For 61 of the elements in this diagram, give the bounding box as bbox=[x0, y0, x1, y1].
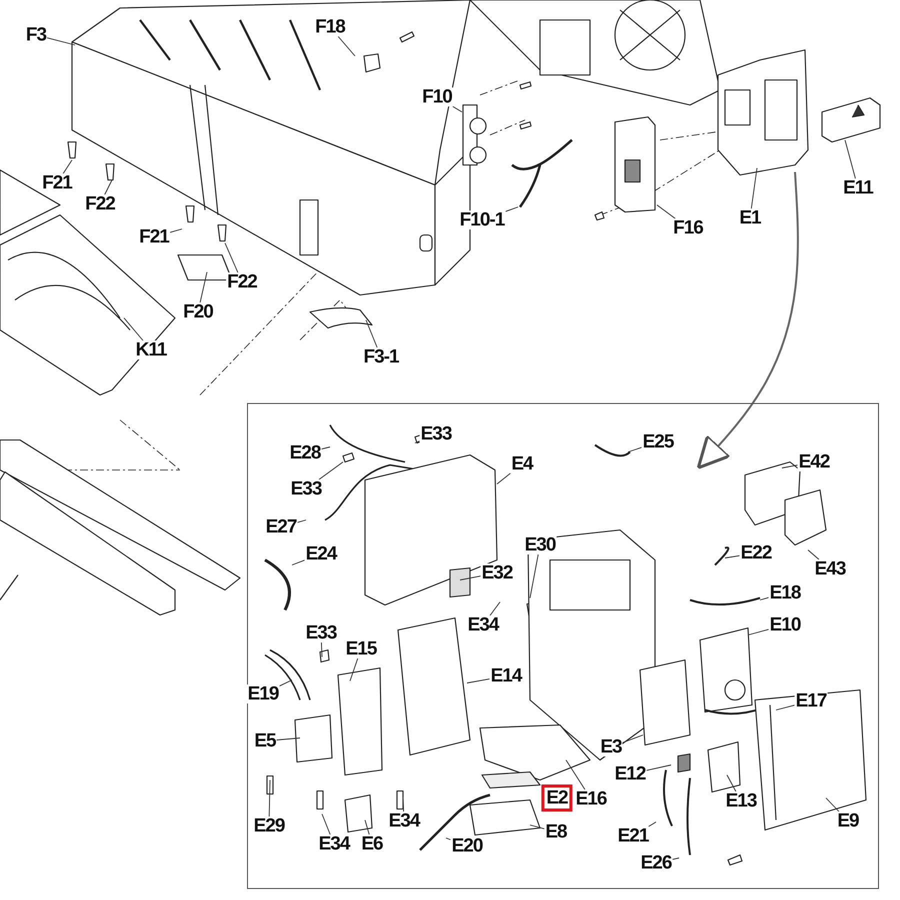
leader-line bbox=[320, 642, 322, 658]
leader-line bbox=[320, 446, 330, 450]
leader-line bbox=[504, 206, 518, 212]
callout-number: E30 bbox=[524, 536, 556, 554]
leader-line bbox=[724, 555, 740, 558]
callout-number: E15 bbox=[344, 640, 378, 658]
leader-line bbox=[726, 774, 736, 792]
leader-line bbox=[278, 680, 292, 687]
callout-number: E2 bbox=[541, 784, 573, 812]
leader-line bbox=[104, 180, 112, 195]
leader-line bbox=[760, 597, 770, 600]
leader-line bbox=[466, 678, 490, 684]
leader-line bbox=[490, 602, 500, 616]
inset-frame bbox=[247, 403, 879, 889]
callout-number: E24 bbox=[304, 544, 338, 564]
leader-line bbox=[402, 796, 404, 812]
callout-number: K11 bbox=[134, 340, 168, 360]
leader-line bbox=[124, 318, 144, 341]
leader-line bbox=[826, 798, 840, 812]
leader-line bbox=[672, 858, 680, 860]
leader-line bbox=[292, 560, 306, 566]
leader-line bbox=[62, 160, 72, 174]
leader-line bbox=[656, 204, 676, 219]
leader-line bbox=[646, 764, 672, 771]
leader-line bbox=[808, 550, 820, 560]
leader-line bbox=[628, 447, 642, 452]
arrow bbox=[696, 172, 799, 470]
leader-line bbox=[296, 520, 306, 523]
leader-line bbox=[414, 440, 420, 444]
leader-line bbox=[200, 272, 208, 303]
callout-number: E3 bbox=[599, 738, 623, 756]
leader-line bbox=[338, 36, 356, 56]
leader-line bbox=[322, 814, 331, 835]
leader-line bbox=[566, 760, 586, 790]
leader-line bbox=[648, 822, 656, 827]
leader-line bbox=[782, 464, 798, 468]
leader-line bbox=[224, 242, 238, 273]
callout-number: E42 bbox=[798, 452, 830, 472]
leader-line bbox=[169, 228, 182, 233]
leader-line bbox=[452, 106, 462, 112]
callout-number: F18 bbox=[314, 18, 346, 36]
leader-line bbox=[276, 738, 300, 740]
leader-line bbox=[268, 780, 270, 817]
callout-number: E19 bbox=[246, 684, 280, 704]
leader-line bbox=[496, 472, 511, 484]
leader-line bbox=[460, 576, 482, 580]
leader-line bbox=[366, 320, 378, 348]
leader-line bbox=[364, 820, 370, 835]
leader-line bbox=[622, 734, 644, 744]
callout-number: F10 bbox=[421, 88, 453, 106]
leader-line bbox=[530, 824, 545, 830]
leader-line bbox=[318, 462, 344, 480]
leader-line bbox=[748, 628, 770, 636]
leader-line bbox=[776, 704, 796, 710]
leader-line bbox=[46, 37, 76, 46]
leader-line bbox=[844, 140, 856, 179]
leader-line bbox=[350, 658, 358, 682]
leader-line bbox=[530, 554, 539, 598]
callout-number: F10-1 bbox=[458, 210, 506, 230]
leader-line bbox=[750, 168, 758, 209]
leader-line bbox=[446, 838, 452, 840]
